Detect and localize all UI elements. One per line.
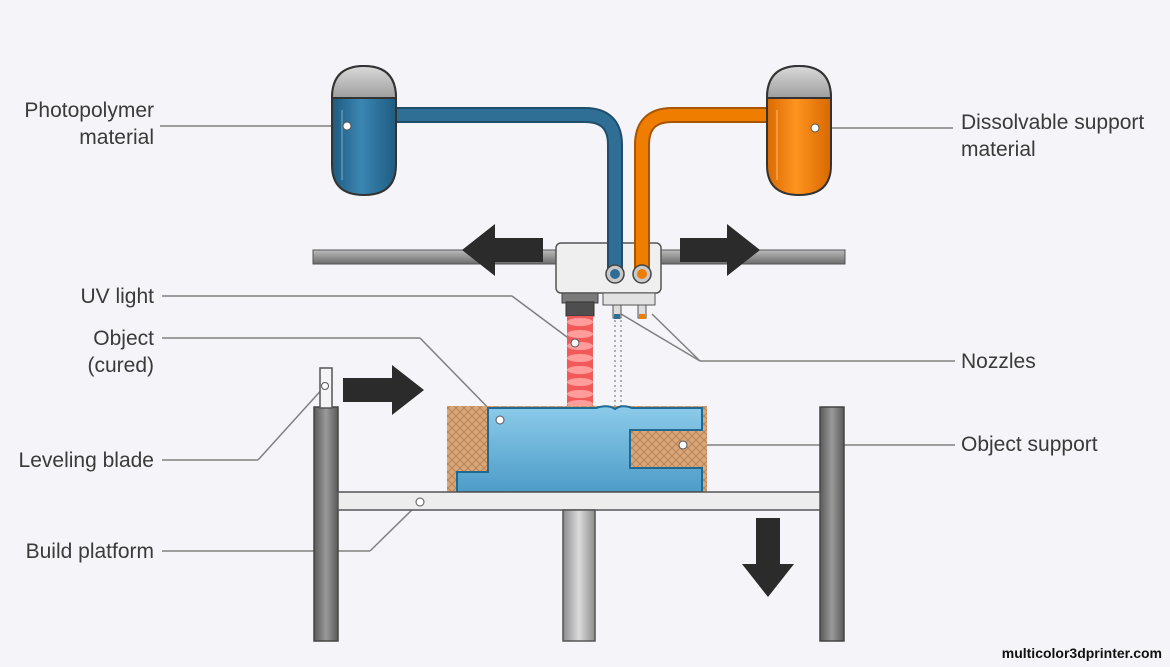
label-uv-light: UV light [80,285,154,308]
arrow-right-icon [680,224,760,276]
support-tube [636,109,774,278]
nozzle-block [602,292,656,306]
label-dissolvable-support: Dissolvable support material [961,111,1145,161]
photopolymer-tube [389,109,621,278]
arrow-left-icon [462,224,543,276]
arrow-down-icon [742,518,794,597]
frame-right-column [819,406,845,642]
label-leveling-blade: Leveling blade [18,449,154,472]
frame-left-column [313,406,339,642]
nozzle-blue-tip [614,314,620,319]
arrow-right-icon [343,365,424,415]
object-cured [456,405,703,493]
photopolymer-tank [330,64,398,197]
label-nozzles: Nozzles [961,350,1036,373]
watermark: multicolor3dprinter.com [1001,645,1162,661]
nozzle-orange-tip [639,314,645,319]
uv-lamp [565,301,595,317]
label-photopolymer: Photopolymer material [24,99,154,149]
support-material-tank [765,64,833,197]
label-object-cured: Object (cured) [87,327,154,377]
label-build-platform: Build platform [25,540,154,563]
label-object-support: Object support [961,433,1098,456]
uv-beam [567,316,593,410]
build-platform [337,491,821,511]
droplet-streams [614,320,622,408]
platform-column [562,509,596,642]
